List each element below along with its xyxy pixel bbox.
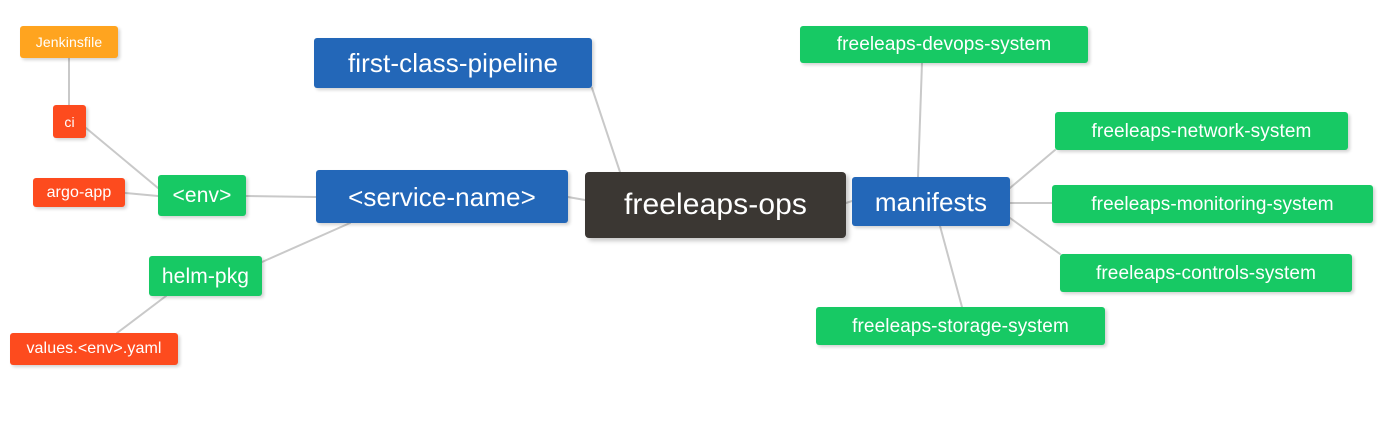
edge-env-to-argo-app [124, 192, 159, 197]
edge-service-name-to-env [245, 195, 317, 198]
mindmap-node-jenkinsfile[interactable]: Jenkinsfile [20, 26, 118, 58]
mindmap-node-freeleaps-controls-system[interactable]: freeleaps-controls-system [1060, 254, 1352, 292]
mindmap-node-manifests[interactable]: manifests [852, 177, 1010, 226]
edge-manifests-to-freeleaps-storage-system [939, 225, 963, 308]
mindmap-node-first-class-pipeline[interactable]: first-class-pipeline [314, 38, 592, 88]
mindmap-node-freeleaps-devops-system[interactable]: freeleaps-devops-system [800, 26, 1088, 63]
edge-helm-pkg-to-values-env-yaml [116, 295, 167, 334]
mindmap-node-service-name[interactable]: <service-name> [316, 170, 568, 223]
mindmap-node-freeleaps-network-system[interactable]: freeleaps-network-system [1055, 112, 1348, 150]
edge-manifests-to-freeleaps-devops-system [917, 62, 923, 178]
mindmap-node-helm-pkg[interactable]: helm-pkg [149, 256, 262, 296]
edge-freeleaps-ops-to-first-class-pipeline [591, 87, 621, 173]
mindmap-node-freeleaps-storage-system[interactable]: freeleaps-storage-system [816, 307, 1105, 345]
edge-manifests-to-freeleaps-controls-system [1009, 217, 1061, 255]
mindmap-node-freeleaps-monitoring-system[interactable]: freeleaps-monitoring-system [1052, 185, 1373, 223]
edge-manifests-to-freeleaps-network-system [1009, 149, 1056, 189]
mindmap-node-freeleaps-ops[interactable]: freeleaps-ops [585, 172, 846, 238]
edge-service-name-to-helm-pkg [261, 222, 351, 263]
mindmap-node-ci[interactable]: ci [53, 105, 86, 138]
mindmap-node-argo-app[interactable]: argo-app [33, 178, 125, 207]
edge-freeleaps-ops-to-service-name [567, 196, 586, 201]
mindmap-node-values-env-yaml[interactable]: values.<env>.yaml [10, 333, 178, 365]
mindmap-node-env[interactable]: <env> [158, 175, 246, 216]
